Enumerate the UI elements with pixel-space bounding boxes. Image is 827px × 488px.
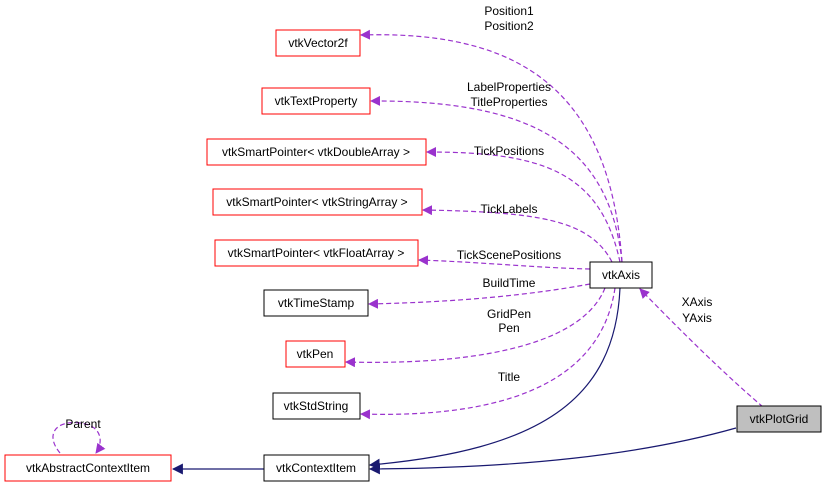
label-title: Title bbox=[498, 370, 521, 384]
node-vtkabstractcontextitem[interactable]: vtkAbstractContextItem bbox=[4, 454, 172, 482]
label-xaxis: XAxis bbox=[682, 295, 713, 309]
edge-parent-self bbox=[52, 422, 106, 454]
node-smartpointer-doublearray[interactable]: vtkSmartPointer< vtkDoubleArray > bbox=[206, 138, 427, 166]
edge-labels: Position1 Position2 LabelProperties Titl… bbox=[65, 4, 712, 431]
node-vtkaxis[interactable]: vtkAxis bbox=[589, 261, 653, 289]
node-label: vtkSmartPointer< vtkFloatArray > bbox=[228, 246, 405, 260]
label-tick-positions: TickPositions bbox=[474, 144, 544, 158]
label-pen: Pen bbox=[498, 321, 519, 335]
edge-pens-pen bbox=[345, 287, 606, 368]
node-label: vtkSmartPointer< vtkStringArray > bbox=[226, 195, 407, 209]
usage-edges bbox=[52, 29, 764, 454]
label-parent: Parent bbox=[65, 417, 101, 431]
node-vtkplotgrid[interactable]: vtkPlotGrid bbox=[736, 405, 822, 433]
edge-position-vector2f bbox=[360, 29, 623, 263]
edge-tickscene-floatarray bbox=[418, 255, 591, 270]
edge-buildtime-timestamp bbox=[368, 283, 591, 309]
label-label-properties: LabelProperties bbox=[467, 80, 551, 94]
node-vtkvector2f[interactable]: vtkVector2f bbox=[275, 29, 361, 57]
node-label: vtkPlotGrid bbox=[750, 412, 809, 426]
node-label: vtkTimeStamp bbox=[278, 296, 355, 310]
node-vtkpen[interactable]: vtkPen bbox=[285, 340, 346, 368]
node-smartpointer-floatarray[interactable]: vtkSmartPointer< vtkFloatArray > bbox=[214, 239, 419, 267]
node-label: vtkAxis bbox=[602, 268, 640, 282]
node-vtkstdstring[interactable]: vtkStdString bbox=[272, 392, 361, 420]
label-grid-pen: GridPen bbox=[487, 307, 531, 321]
edge-contextitem-axis bbox=[368, 287, 621, 470]
node-smartpointer-stringarray[interactable]: vtkSmartPointer< vtkStringArray > bbox=[212, 188, 423, 216]
node-label: vtkStdString bbox=[284, 399, 349, 413]
edge-title-stdstring bbox=[360, 287, 616, 420]
label-position2: Position2 bbox=[484, 19, 534, 33]
node-label: vtkContextItem bbox=[276, 461, 356, 475]
node-label: vtkPen bbox=[297, 347, 334, 361]
inheritance-edges bbox=[171, 287, 737, 475]
node-label: vtkVector2f bbox=[288, 36, 348, 50]
label-tick-labels: TickLabels bbox=[481, 202, 538, 216]
label-yaxis: YAxis bbox=[682, 311, 712, 325]
edge-properties-textproperty bbox=[370, 95, 623, 263]
node-vtktextproperty[interactable]: vtkTextProperty bbox=[261, 87, 371, 115]
node-label: vtkAbstractContextItem bbox=[26, 461, 150, 475]
edge-ticklabels-stringarray bbox=[422, 205, 613, 263]
edge-tickpositions-doublearray bbox=[426, 147, 621, 263]
node-vtktimestamp[interactable]: vtkTimeStamp bbox=[263, 289, 369, 317]
label-title-properties: TitleProperties bbox=[471, 95, 548, 109]
edge-contextitem-plotgrid bbox=[368, 427, 737, 475]
node-label: vtkTextProperty bbox=[275, 94, 358, 108]
label-tick-scene-positions: TickScenePositions bbox=[457, 248, 561, 262]
label-build-time: BuildTime bbox=[483, 276, 536, 290]
label-position1: Position1 bbox=[484, 4, 534, 18]
node-vtkcontextitem[interactable]: vtkContextItem bbox=[263, 454, 370, 482]
edge-axes-axis bbox=[639, 288, 764, 408]
node-label: vtkSmartPointer< vtkDoubleArray > bbox=[222, 145, 410, 159]
